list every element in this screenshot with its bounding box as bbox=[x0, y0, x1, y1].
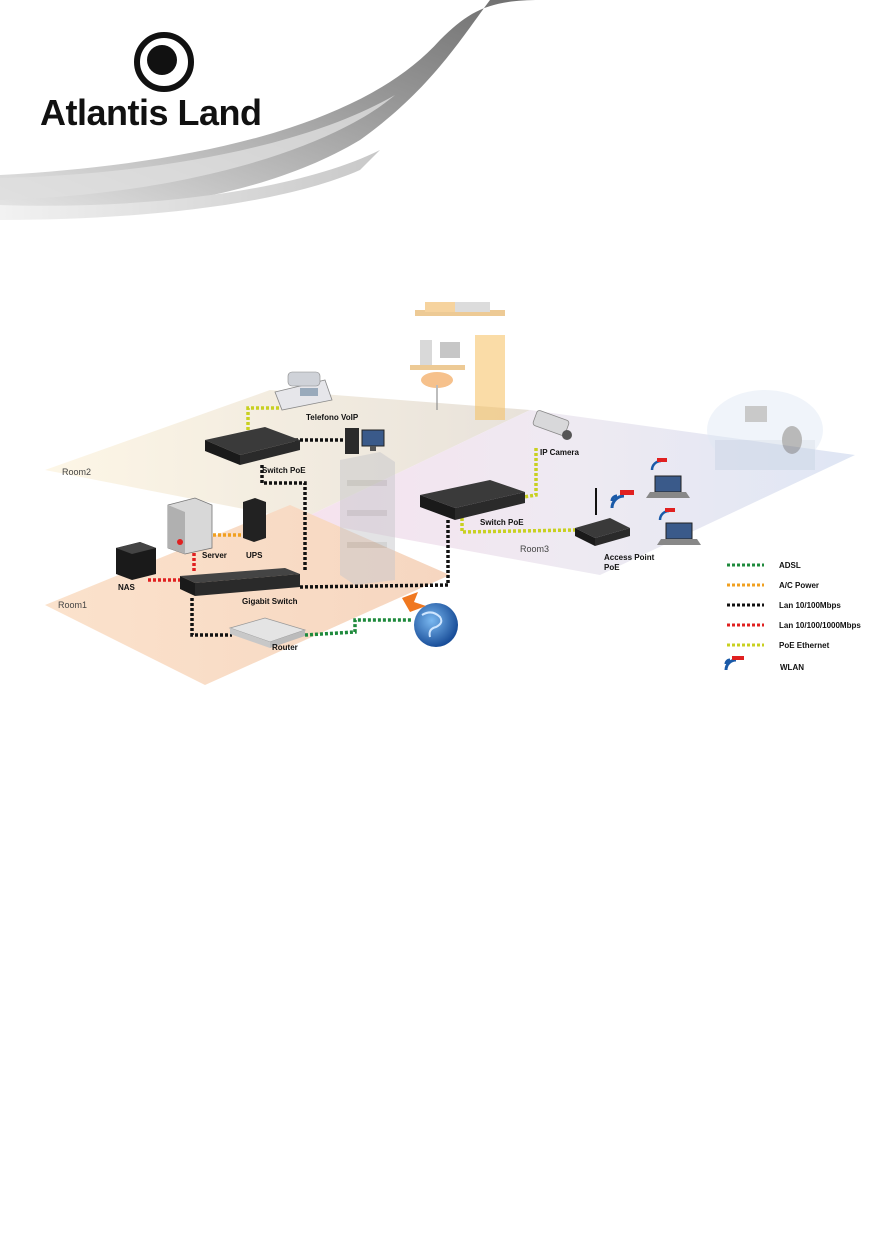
room1-label: Room1 bbox=[58, 600, 87, 610]
access-point-label-2: PoE bbox=[604, 563, 620, 572]
office-furniture-room3 bbox=[707, 390, 823, 470]
ip-camera-label: IP Camera bbox=[540, 448, 580, 457]
server-rack bbox=[340, 452, 395, 585]
legend-wlan-label: WLAN bbox=[780, 663, 804, 672]
brand-logo-mark bbox=[132, 30, 196, 99]
server-tower bbox=[168, 498, 212, 554]
switch-poe-1-label: Switch PoE bbox=[262, 466, 306, 475]
access-point-label-1: Access Point bbox=[604, 553, 655, 562]
nas-box bbox=[116, 542, 156, 580]
legend-wlan-icon bbox=[726, 656, 744, 670]
voip-label: Telefono VoIP bbox=[306, 413, 359, 422]
switch-poe-2-label: Switch PoE bbox=[480, 518, 524, 527]
brand-name: Atlantis Land bbox=[40, 92, 262, 134]
room2-label: Room2 bbox=[62, 467, 91, 477]
legend-label-2: Lan 10/100Mbps bbox=[779, 601, 841, 610]
page-header: Atlantis Land bbox=[0, 0, 894, 220]
diagram-canvas: Room2 Room1 Room3 bbox=[0, 280, 894, 700]
legend-label-1: A/C Power bbox=[779, 581, 819, 590]
legend-label-4: PoE Ethernet bbox=[779, 641, 830, 650]
network-diagram: Room2 Room1 Room3 bbox=[0, 280, 894, 700]
room3-label: Room3 bbox=[520, 544, 549, 554]
legend-label-3: Lan 10/100/1000Mbps bbox=[779, 621, 861, 630]
router-label: Router bbox=[272, 643, 298, 652]
ups-label: UPS bbox=[246, 551, 263, 560]
gigabit-switch-label: Gigabit Switch bbox=[242, 597, 298, 606]
ups-unit bbox=[243, 498, 266, 542]
server-label: Server bbox=[202, 551, 227, 560]
legend-label-0: ADSL bbox=[779, 561, 801, 570]
nas-label: NAS bbox=[118, 583, 136, 592]
